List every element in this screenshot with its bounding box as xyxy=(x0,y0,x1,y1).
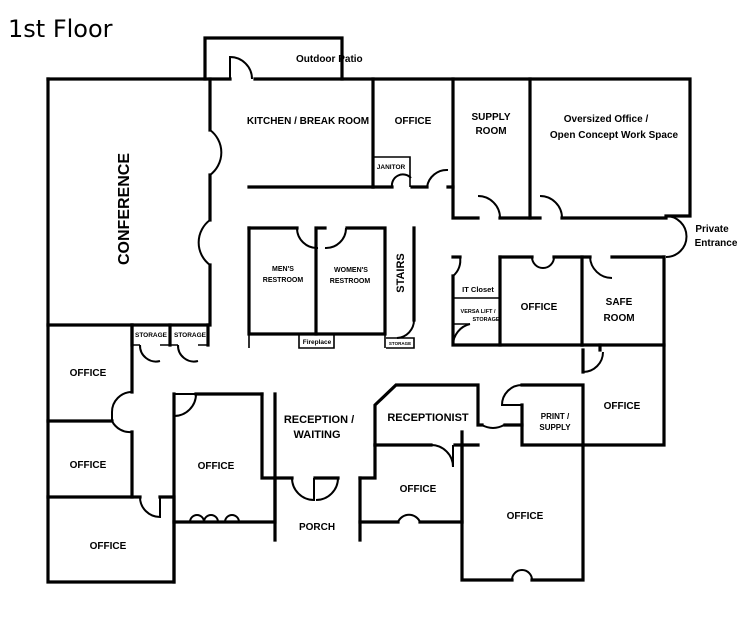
interior-walls xyxy=(46,77,668,584)
office-right-label: OFFICE xyxy=(604,401,641,412)
receptionist-label: RECEPTIONIST xyxy=(387,412,469,424)
oversized-office-label-1: Oversized Office / xyxy=(564,114,649,125)
fireplace-label: Fireplace xyxy=(303,339,332,346)
print-supply-label-2: SUPPLY xyxy=(539,423,571,432)
stairs-label: STAIRS xyxy=(395,253,407,293)
womens-restroom-label-1: WOMEN'S xyxy=(334,267,368,274)
mens-restroom-label-1: MEN'S xyxy=(272,266,294,273)
room-labels: Outdoor Patio KITCHEN / BREAK ROOM OFFIC… xyxy=(70,54,738,552)
office-big-bottom-label: OFFICE xyxy=(507,511,544,522)
office-below-receptionist-label: OFFICE xyxy=(400,484,437,495)
office-left-2-label: OFFICE xyxy=(70,460,107,471)
storage-small-label: STORAGE xyxy=(389,341,411,346)
kitchen-label: KITCHEN / BREAK ROOM xyxy=(247,116,369,127)
porch-label: PORCH xyxy=(299,522,335,533)
it-closet-label: IT Closet xyxy=(462,285,494,294)
janitor-label: JANITOR xyxy=(377,164,406,171)
office-mid-label: OFFICE xyxy=(521,302,558,313)
outdoor-patio-label: Outdoor Patio xyxy=(296,54,363,65)
womens-restroom-label-2: RESTROOM xyxy=(330,278,371,285)
storage-label-1: STORAGE xyxy=(135,332,168,339)
safe-room-label-2: ROOM xyxy=(603,313,634,324)
private-entrance-label-2: Entrance xyxy=(695,238,738,249)
private-entrance-label-1: Private xyxy=(695,224,729,235)
supply-room-label-2: ROOM xyxy=(475,126,506,137)
page-title: 1st Floor xyxy=(8,15,113,43)
safe-room-label-1: SAFE xyxy=(606,297,633,308)
mens-restroom-label-2: RESTROOM xyxy=(263,277,304,284)
supply-room-label-1: SUPPLY xyxy=(471,112,510,123)
office-top-label: OFFICE xyxy=(395,116,432,127)
office-left-3-label: OFFICE xyxy=(90,541,127,552)
reception-label-1: RECEPTION / xyxy=(284,414,354,426)
storage-label-2: STORAGE xyxy=(174,332,207,339)
conference-label: CONFERENCE xyxy=(116,153,133,265)
office-left-1-label: OFFICE xyxy=(70,368,107,379)
reception-label-2: WAITING xyxy=(293,429,340,441)
office-center-left-label: OFFICE xyxy=(198,461,235,472)
oversized-office-label-2: Open Concept Work Space xyxy=(550,130,679,141)
versa-lift-label-2: STORAGE xyxy=(472,317,499,323)
versa-lift-label-1: VERSA LIFT / xyxy=(461,309,496,315)
door-swings xyxy=(111,55,688,581)
print-supply-label-1: PRINT / xyxy=(541,412,570,421)
